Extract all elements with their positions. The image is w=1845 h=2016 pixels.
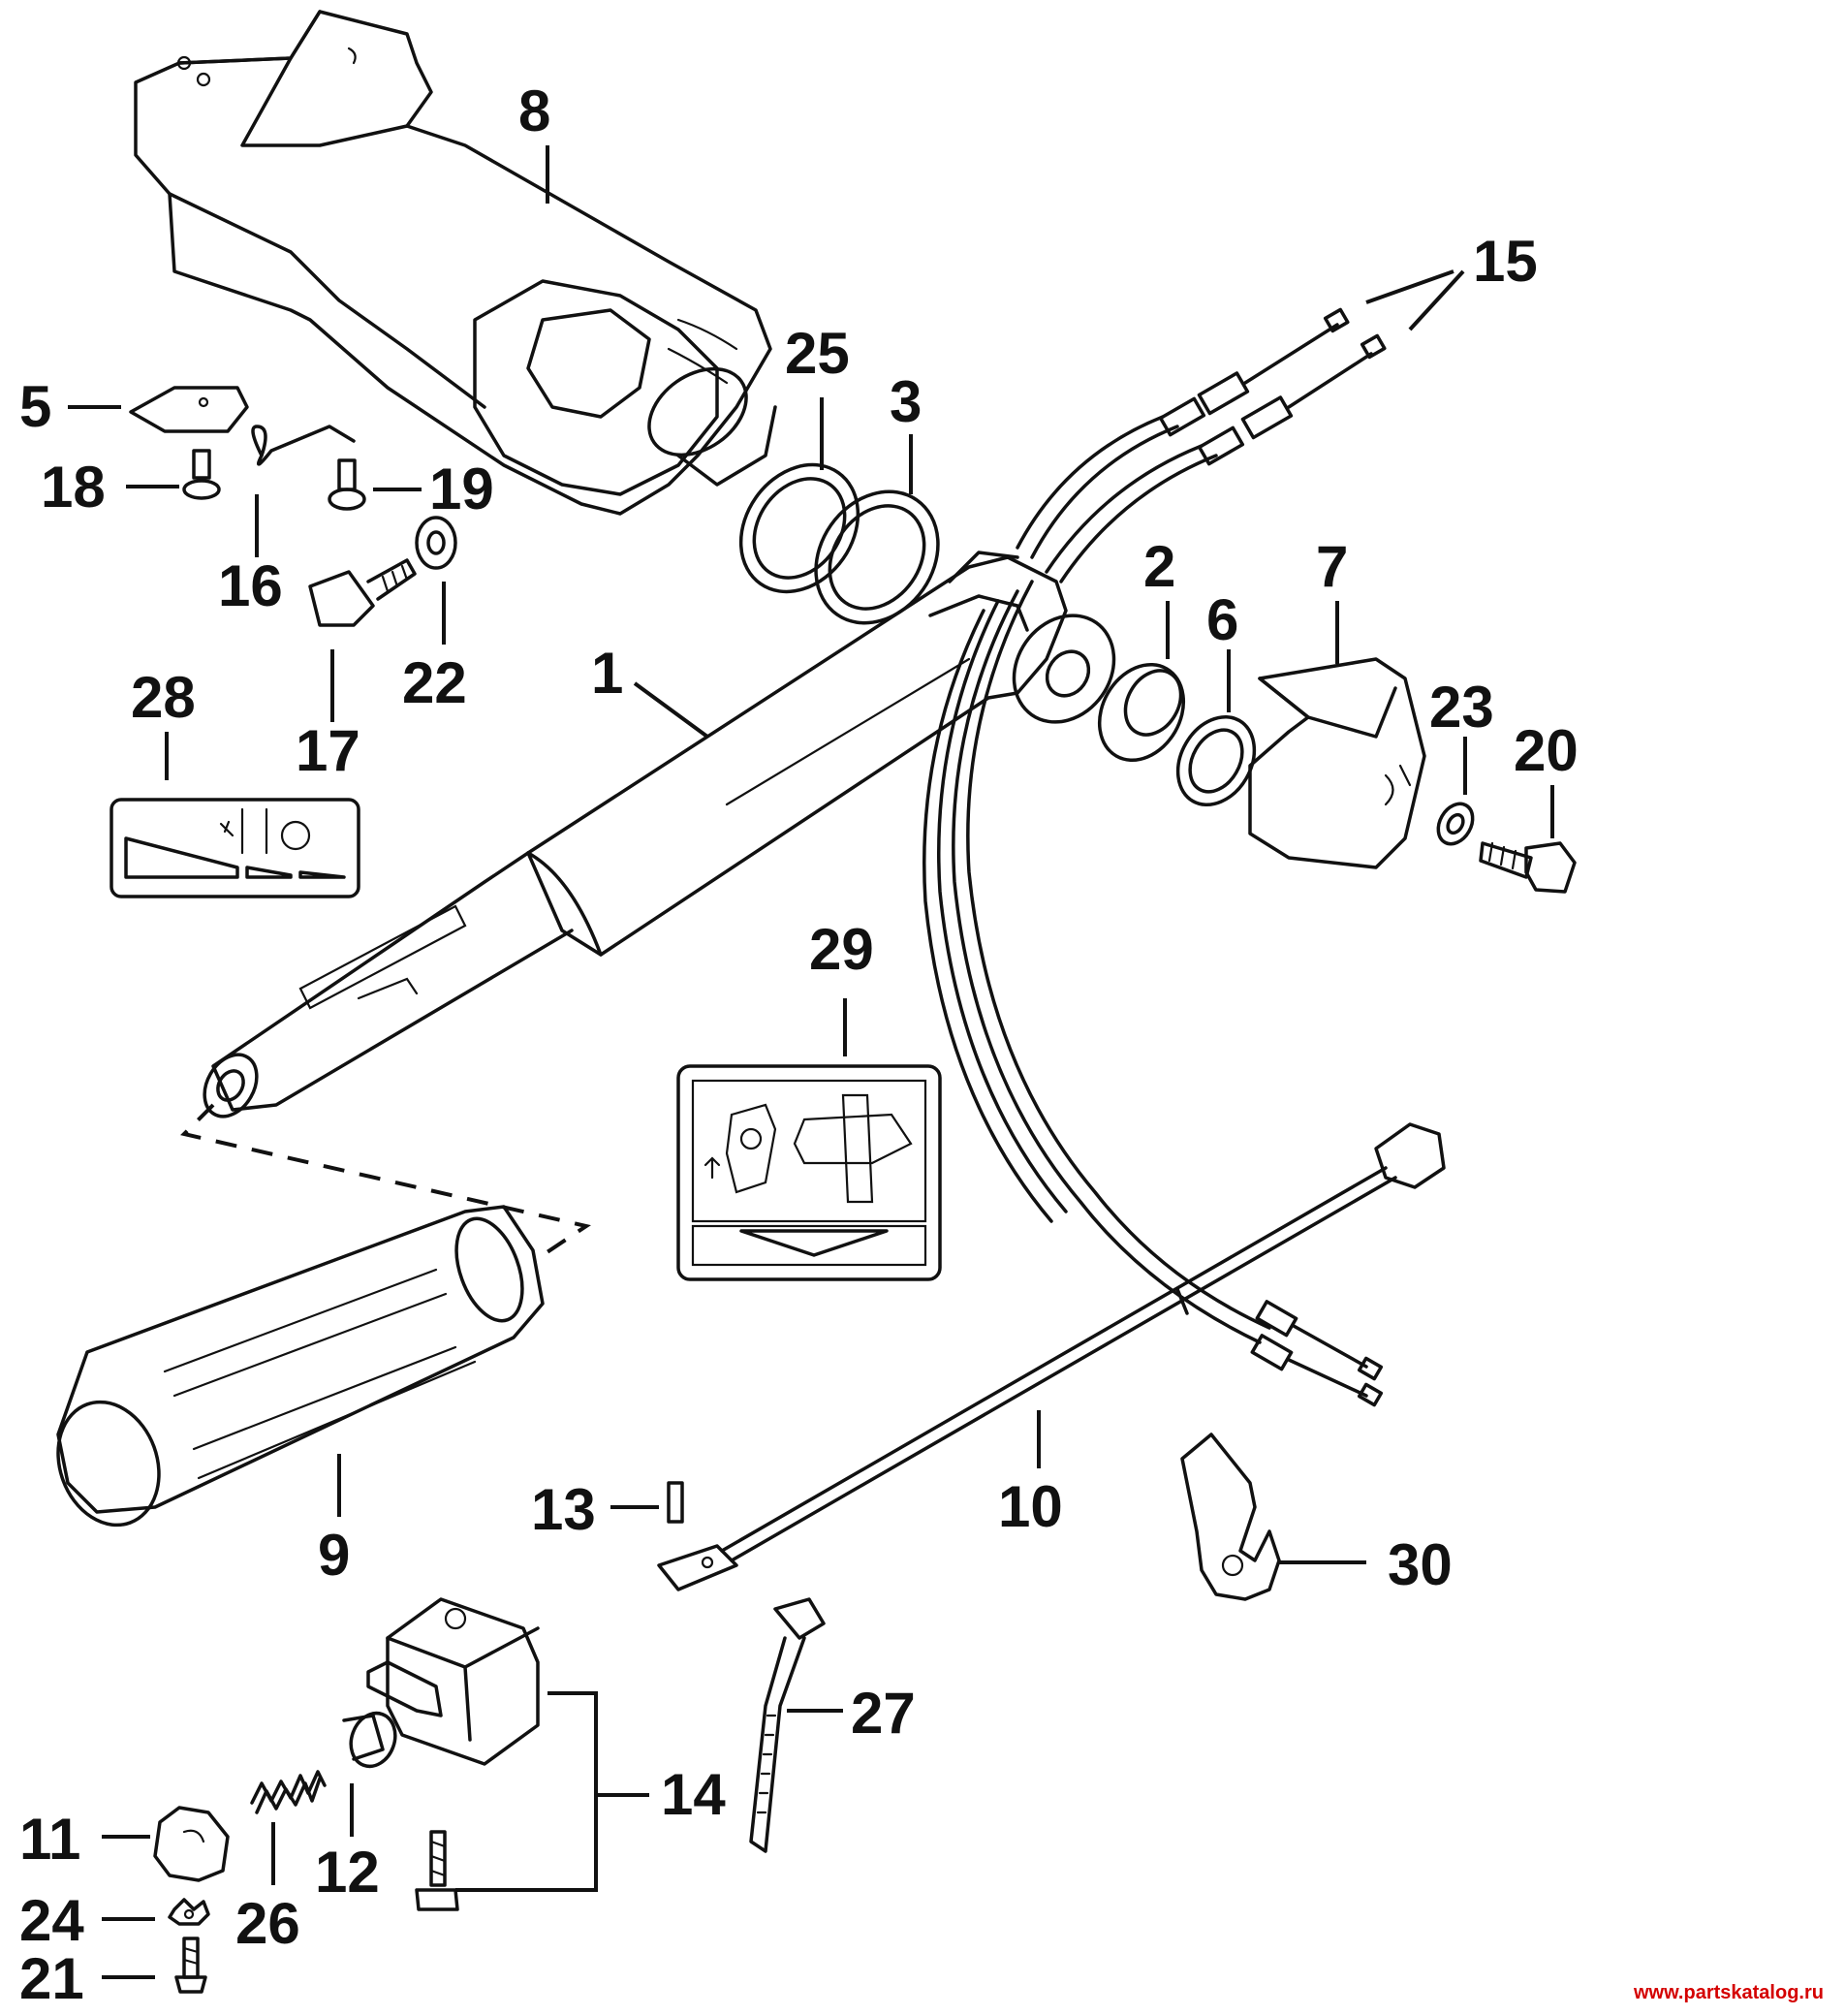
callout-15: 15 [1473,229,1538,294]
callout-28: 28 [131,665,196,730]
callout-29: 29 [809,917,874,982]
plate-part-5[interactable] [129,386,249,433]
callout-26: 26 [235,1891,300,1956]
decal-part-29[interactable] [676,1064,942,1281]
spring-part-26[interactable] [250,1770,327,1814]
knob-part-11[interactable] [153,1806,230,1882]
assembly-link-dashed-line [180,1103,591,1257]
cover-part-7[interactable] [1248,657,1426,869]
rod-part-10[interactable] [657,1122,1446,1591]
callout-14: 14 [661,1762,726,1827]
callout-23: 23 [1429,675,1494,740]
callout-3: 3 [890,369,922,434]
cable-part-15[interactable] [922,307,1387,1407]
cable-tie-part-27[interactable] [749,1597,826,1853]
callout-18: 18 [41,455,106,520]
callout-24: 24 [19,1888,84,1953]
handle-grip-part-9[interactable] [42,1205,545,1539]
callout-10: 10 [998,1474,1063,1539]
screw-part-19[interactable] [328,458,366,511]
lock-washer-part-24[interactable] [168,1898,210,1926]
bushing-part-2[interactable] [1082,649,1200,775]
callout-2: 2 [1143,534,1175,599]
callout-25: 25 [785,321,850,386]
callout-20: 20 [1514,718,1579,783]
callout-8: 8 [518,79,550,143]
bushing-part-12[interactable] [342,1707,402,1773]
callout-16: 16 [218,553,283,618]
tiller-arm-part-1[interactable] [194,551,1134,1125]
callout-7: 7 [1316,534,1348,599]
callout-17: 17 [296,718,360,783]
clamp-block-part-14[interactable] [366,1597,540,1766]
screw-part-20[interactable] [1479,841,1577,894]
tiller-housing-part-8[interactable] [134,10,777,516]
callout-30: 30 [1388,1532,1453,1597]
pin-part-13[interactable] [667,1481,684,1524]
decal-part-28[interactable] [109,798,360,898]
screw-part-14-screw[interactable] [415,1830,459,1911]
spring-part-16[interactable] [251,425,356,466]
callout-5: 5 [19,374,51,439]
callout-6: 6 [1206,587,1238,652]
clip-part-30[interactable] [1180,1433,1281,1601]
callout-9: 9 [318,1523,350,1588]
callout-13: 13 [531,1477,596,1542]
callout-11: 11 [19,1807,80,1872]
callout-12: 12 [315,1840,380,1905]
callout-27: 27 [851,1681,916,1746]
callout-19: 19 [429,457,494,521]
watermark-url: www.partskatalog.ru [1633,1982,1824,2003]
screw-part-18[interactable] [182,449,221,500]
washer-part-6[interactable] [1163,703,1269,818]
callout-1: 1 [591,641,623,706]
bolt-part-17[interactable] [308,558,417,627]
screw-part-21[interactable] [174,1937,207,1994]
callout-22: 22 [402,650,467,715]
callout-21: 21 [19,1946,84,2011]
washer-part-23[interactable] [1431,798,1480,850]
washer-part-22[interactable] [415,516,457,570]
bushing-part-3[interactable] [791,468,963,646]
